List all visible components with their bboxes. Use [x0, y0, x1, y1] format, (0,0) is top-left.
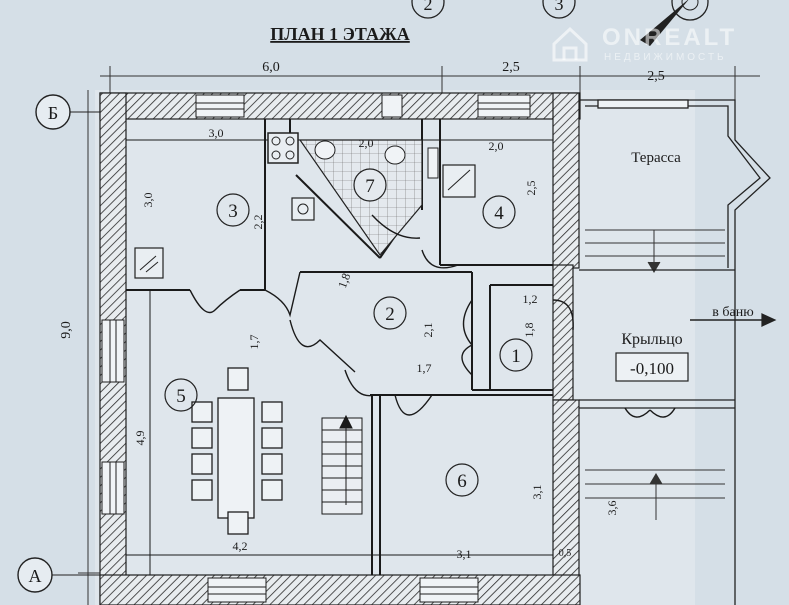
dim-r5-width: 4,2 — [233, 539, 248, 553]
toilet-icon — [314, 140, 439, 179]
dim-r3-height-2: 2,2 — [251, 215, 265, 230]
dim-r5-height: 4,9 — [133, 431, 147, 446]
plan-title: ПЛАН 1 ЭТАЖА — [270, 24, 410, 44]
watermark-name: ONREALT — [602, 24, 738, 51]
svg-text:3: 3 — [228, 201, 238, 222]
doors — [189, 214, 676, 418]
staircase — [321, 414, 363, 515]
watermark: ONREALT НЕДВИЖИМОСТЬ — [546, 22, 776, 68]
dim-r1-height: 1,8 — [522, 323, 536, 338]
room-number-6: 6 — [445, 463, 479, 497]
svg-text:А: А — [29, 566, 42, 586]
dim-r5-height-1: 1,7 — [247, 335, 261, 350]
dim-r2-diagonal: 1,8 — [335, 271, 353, 290]
svg-text:-0,100: -0,100 — [630, 359, 674, 378]
boiler-icon — [134, 247, 164, 279]
house-icon — [552, 26, 588, 62]
boiler-room-icon — [442, 164, 476, 198]
svg-text:3: 3 — [555, 0, 564, 14]
dim-top-2: 2,5 — [502, 60, 520, 75]
dim-r6-width: 3,1 — [457, 547, 472, 561]
level-mark: -0,100 — [615, 352, 689, 382]
room-number-4: 4 — [482, 195, 516, 229]
dim-r4-height: 2,5 — [524, 181, 538, 196]
dim-r2-width: 1,7 — [417, 361, 432, 375]
dim-porch-height: 3,6 — [605, 501, 619, 516]
bath-direction-label: в баню — [712, 305, 753, 320]
room-number-5: 5 — [164, 378, 198, 412]
svg-text:Б: Б — [48, 103, 58, 123]
axis-marker-a: А — [17, 557, 100, 593]
terrace-label: Терасса — [631, 150, 681, 166]
sink-icon — [291, 197, 315, 221]
dim-r7-width: 2,0 — [359, 136, 374, 150]
axis-marker-b: Б — [35, 94, 100, 130]
watermark-subtitle: НЕДВИЖИМОСТЬ — [604, 52, 727, 63]
svg-text:7: 7 — [365, 176, 375, 197]
axis-marker-2: 2 — [411, 0, 445, 19]
dim-r1-width: 1,2 — [523, 292, 538, 306]
stove-icon — [267, 132, 299, 164]
dim-r6-height: 3,1 — [530, 485, 544, 500]
porch-steps — [585, 469, 725, 520]
dim-r6-extra: 0,5 — [559, 548, 572, 559]
room-number-3: 3 — [216, 193, 250, 227]
room-number-2: 2 — [373, 296, 407, 330]
room-number-7: 7 — [353, 168, 387, 202]
north-arrow-icon — [640, 0, 709, 46]
dim-top-1: 6,0 — [262, 60, 280, 75]
dim-left: 9,0 — [59, 321, 74, 339]
terrace-steps — [585, 229, 725, 273]
svg-text:2: 2 — [385, 304, 395, 325]
svg-text:6: 6 — [457, 471, 467, 492]
dim-r4-width: 2,0 — [489, 139, 504, 153]
svg-text:1: 1 — [511, 346, 521, 367]
terrace-outline — [580, 99, 771, 605]
svg-text:2: 2 — [424, 0, 433, 14]
svg-text:4: 4 — [494, 203, 504, 224]
porch-outline — [579, 269, 777, 409]
dim-r2-height: 2,1 — [421, 323, 435, 338]
dim-r3-width: 3,0 — [209, 126, 224, 140]
windows — [101, 94, 531, 603]
dim-top-3: 2,5 — [647, 69, 665, 84]
room-number-1: 1 — [499, 338, 533, 372]
svg-text:5: 5 — [176, 386, 186, 407]
dim-r3-height: 3,0 — [141, 193, 155, 208]
axis-marker-3: 3 — [542, 0, 576, 19]
porch-label: Крыльцо — [621, 331, 682, 348]
dining-table — [191, 367, 283, 535]
